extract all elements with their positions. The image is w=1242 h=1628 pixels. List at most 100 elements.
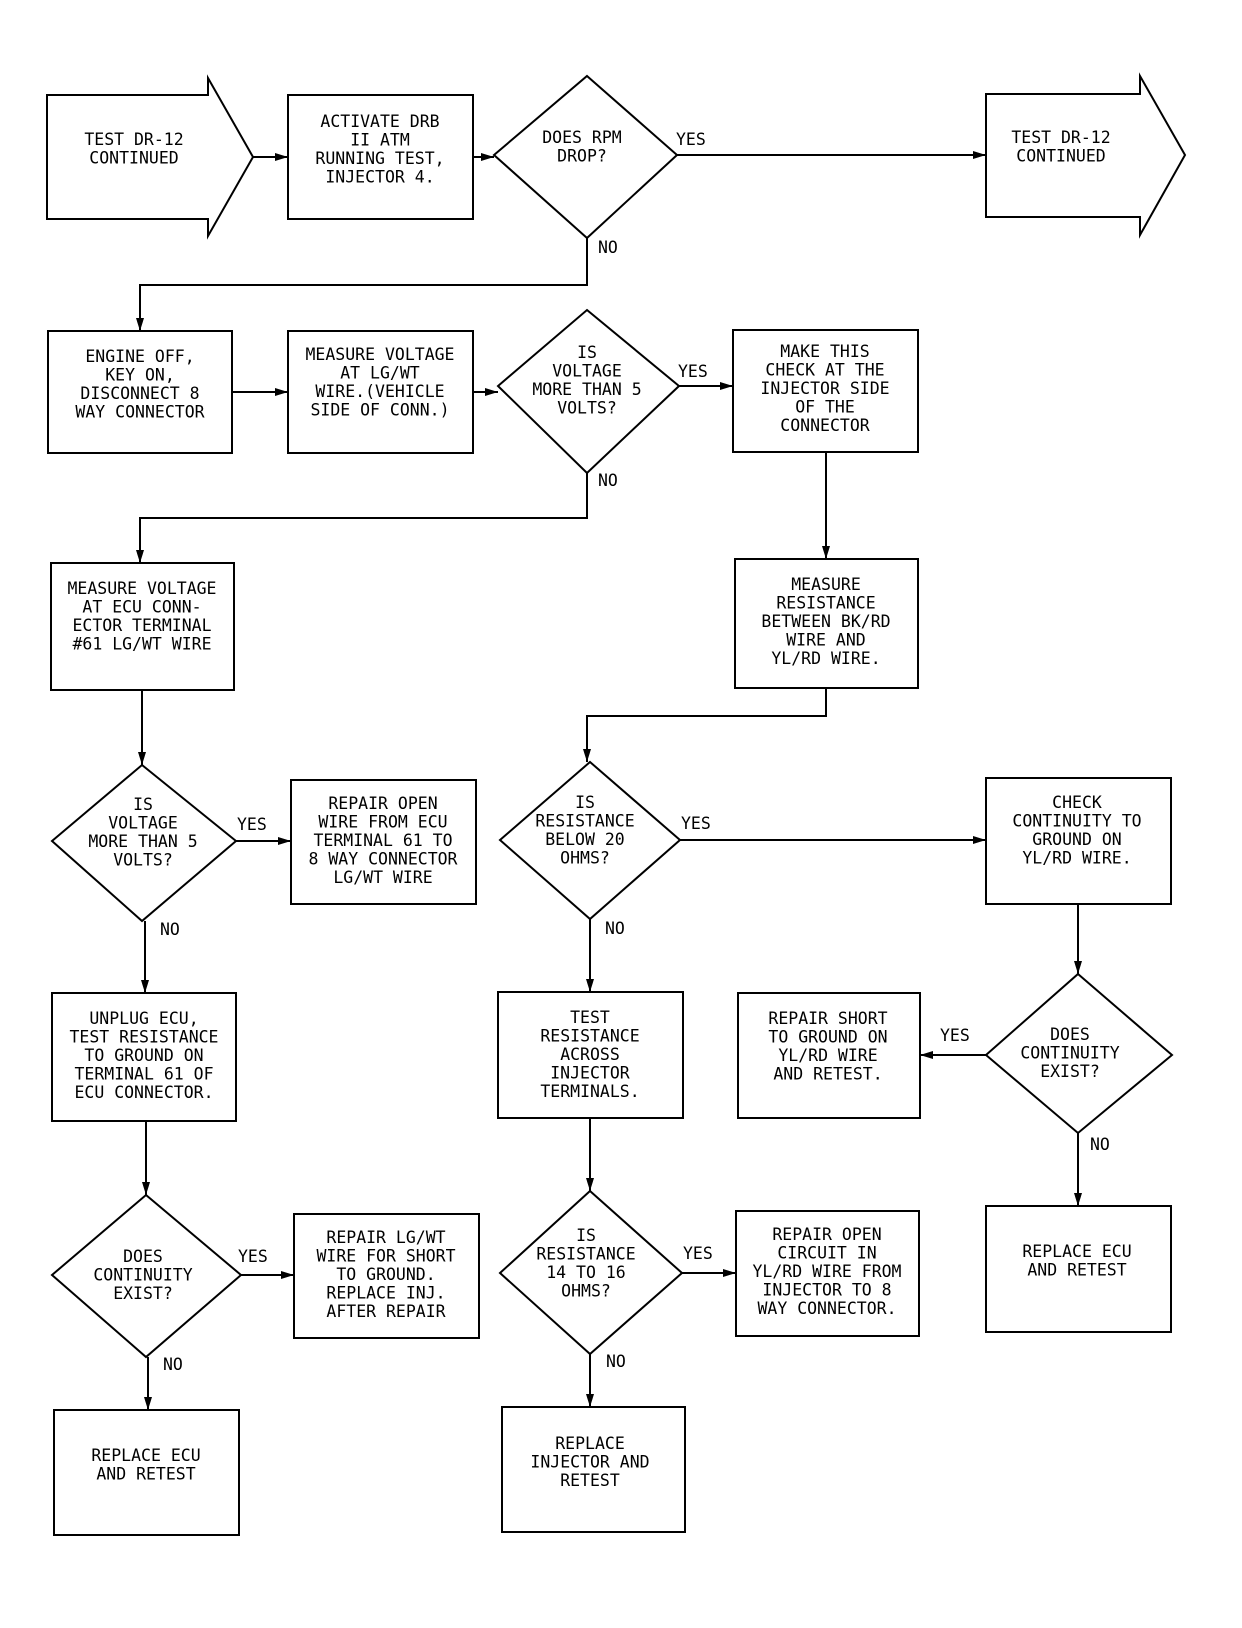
edge-label-no: NO xyxy=(598,471,618,490)
node-text-line: BELOW 20 xyxy=(545,830,624,849)
node-text-line: WAY CONNECTOR xyxy=(75,403,204,422)
node-text-line: RETEST xyxy=(560,1471,620,1490)
node-text-line: SIDE OF CONN.) xyxy=(310,401,449,420)
node-text-line: TO GROUND ON xyxy=(768,1028,887,1047)
node-text-line: WAY CONNECTOR. xyxy=(757,1299,896,1318)
node-text-line: REPLACE xyxy=(555,1434,625,1453)
node-text-line: EXIST? xyxy=(1040,1062,1100,1081)
node-text-line: AND RETEST. xyxy=(773,1065,882,1084)
edge-label-yes: YES xyxy=(237,815,267,834)
node-text-line: IS xyxy=(577,343,597,362)
node-text-line: VOLTAGE xyxy=(108,814,178,833)
node-text-line: ACROSS xyxy=(560,1045,620,1064)
node-text-line: II ATM xyxy=(350,131,410,150)
node-text-line: OF THE xyxy=(795,398,855,417)
node-text-line: REPAIR LG/WT xyxy=(326,1228,445,1247)
repair-lgwt-box xyxy=(293,1213,480,1339)
repair-circuit-box xyxy=(735,1210,920,1337)
nodes xyxy=(46,72,1187,1536)
node-text-line: MEASURE VOLTAGE xyxy=(67,579,216,598)
node-text-line: AT ECU CONN- xyxy=(82,598,201,617)
node-text-line: MEASURE xyxy=(791,575,861,594)
node-text-line: CONTINUITY xyxy=(93,1266,192,1285)
edge-label-no: NO xyxy=(163,1355,183,1374)
node-text-line: DOES xyxy=(1050,1025,1090,1044)
node-text-line: UNPLUG ECU, xyxy=(89,1009,198,1028)
measure-resistance-box xyxy=(734,558,919,689)
node-text-line: REPAIR OPEN xyxy=(328,794,437,813)
node-text-line: MORE THAN 5 xyxy=(88,832,197,851)
edge-label-yes: YES xyxy=(940,1026,970,1045)
continue-out-node xyxy=(985,72,1187,239)
node-text-line: DOES xyxy=(123,1247,163,1266)
node-text-line: CONNECTOR xyxy=(780,416,869,435)
node-text-line: TEST xyxy=(570,1008,610,1027)
unplug-ecu-box xyxy=(51,992,237,1122)
check-continuity-box xyxy=(985,777,1172,905)
node-text-line: REPAIR SHORT xyxy=(768,1009,887,1028)
node-text-line: CONTINUITY xyxy=(1020,1044,1119,1063)
repair-open-box xyxy=(290,779,477,905)
node-text-line: CIRCUIT IN xyxy=(777,1244,876,1263)
node-text-line: WIRE FROM ECU xyxy=(318,813,447,832)
node-text-line: TEST DR-12 xyxy=(1011,128,1110,147)
node-text-line: TO GROUND. xyxy=(336,1265,435,1284)
node-text-line: VOLTS? xyxy=(557,399,617,418)
node-text-line: CHECK AT THE xyxy=(765,361,884,380)
node-text-line: EXIST? xyxy=(113,1284,173,1303)
replace-ecu-left-box xyxy=(53,1409,240,1536)
node-text-line: BETWEEN BK/RD xyxy=(761,612,890,631)
node-text-line: DROP? xyxy=(557,147,607,166)
node-text-line: YL/RD WIRE. xyxy=(771,649,880,668)
node-text-line: WIRE AND xyxy=(786,631,865,650)
engine-off-box xyxy=(47,330,233,454)
node-text-line: CONTINUED xyxy=(89,149,178,168)
replace-injector-box xyxy=(501,1406,686,1533)
resistance-check-1-diamond xyxy=(498,760,682,921)
node-text-line: MEASURE VOLTAGE xyxy=(305,345,454,364)
node-text-line: KEY ON, xyxy=(105,366,175,385)
start-node xyxy=(46,74,255,240)
edge-label-yes: YES xyxy=(681,814,711,833)
node-text-line: REPAIR OPEN xyxy=(772,1225,881,1244)
node-text-line: TERMINAL 61 OF xyxy=(74,1065,213,1084)
activate-box xyxy=(287,94,474,220)
node-text-line: #61 LG/WT WIRE xyxy=(72,635,211,654)
node-text-line: IS xyxy=(133,795,153,814)
node-text-line: RESISTANCE xyxy=(536,1245,635,1264)
node-text-line: DOES RPM xyxy=(542,128,622,147)
node-text-line: 14 TO 16 xyxy=(546,1263,625,1282)
node-text-line: INJECTOR xyxy=(550,1064,630,1083)
node-text-line: LG/WT WIRE xyxy=(333,868,432,887)
node-text-line: INJECTOR AND xyxy=(530,1453,649,1472)
node-text-line: MORE THAN 5 xyxy=(532,380,641,399)
edge-label-no: NO xyxy=(160,920,180,939)
edge-label-no: NO xyxy=(605,919,625,938)
rpm-drop-diamond xyxy=(492,74,679,240)
node-text-line: ECU CONNECTOR. xyxy=(74,1083,213,1102)
node-text-line: IS xyxy=(576,1226,596,1245)
test-resistance-box xyxy=(497,991,684,1119)
measure-ecu-box xyxy=(50,562,235,691)
node-text-line: TEST DR-12 xyxy=(84,130,183,149)
node-text-line: RESISTANCE xyxy=(535,812,634,831)
